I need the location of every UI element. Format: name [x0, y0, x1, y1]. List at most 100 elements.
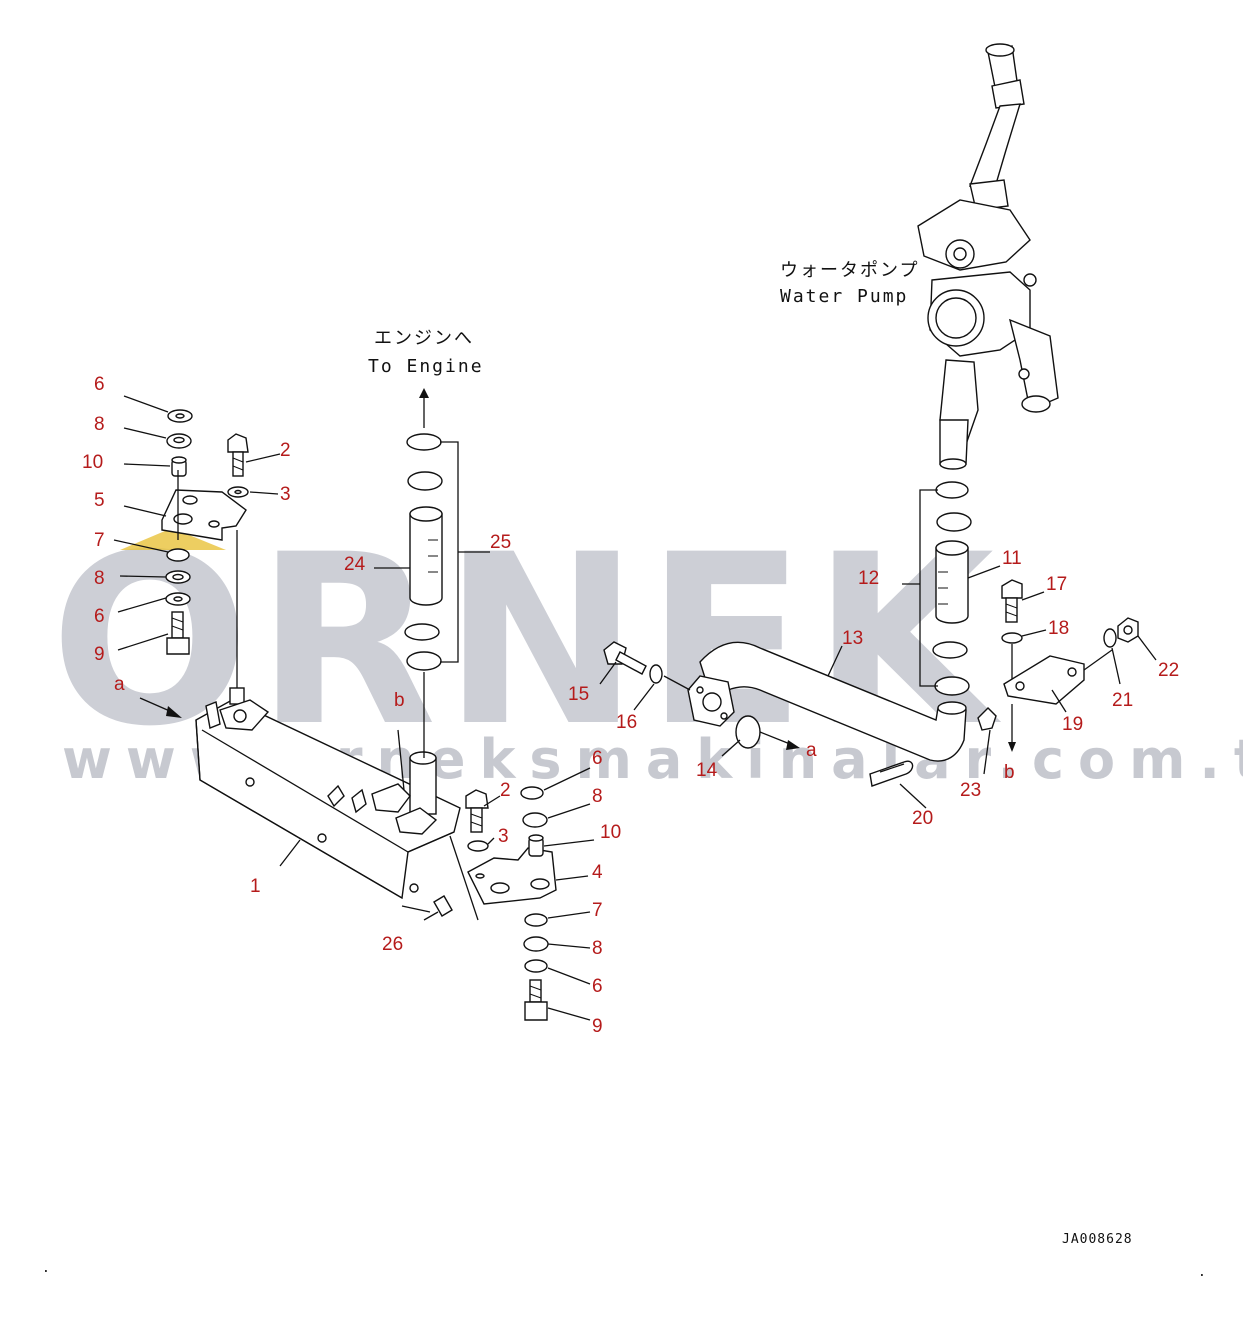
bracket-4 [467, 847, 557, 905]
clamp-12-3 [932, 641, 968, 659]
bolt-9-left [171, 611, 184, 639]
callout-label: 8 [94, 414, 105, 435]
hose-11-assembly [902, 481, 972, 696]
callout-label: 6 [94, 606, 105, 627]
to-engine-jp: エンジンへ [374, 328, 474, 349]
cushion-8-r2 [523, 936, 549, 952]
clamp-25-1 [406, 433, 442, 451]
drawing-code: JA008628 [1062, 1232, 1133, 1247]
arrow-a-left [166, 706, 182, 718]
u-bolt-20 [869, 760, 914, 787]
callout-label: 2 [280, 440, 291, 461]
left-fastener-stack [161, 409, 247, 655]
callout-label: 4 [592, 862, 603, 883]
bolt-2-left [227, 433, 249, 453]
callout-label: 16 [616, 712, 637, 733]
callout-label: 14 [696, 760, 718, 781]
cushion-8-r1 [522, 812, 548, 828]
clamp-25-3 [404, 623, 440, 641]
bolt-17 [1001, 579, 1023, 599]
accent-mark [120, 528, 226, 550]
callout-label: 10 [82, 452, 103, 473]
callout-label: 10 [600, 822, 621, 843]
washer-21 [1103, 628, 1117, 648]
washer-16 [649, 664, 663, 684]
clip-23 [977, 707, 997, 731]
callout-label: 7 [94, 530, 105, 551]
bolt-2-left-group [227, 433, 249, 498]
callout-label: 7 [592, 900, 603, 921]
callout-label: 1 [250, 876, 261, 897]
callout-label: 26 [382, 934, 403, 955]
callout-label: 9 [592, 1016, 603, 1037]
callout-label: 5 [94, 490, 105, 511]
cushion-7-left [166, 548, 190, 562]
clamp-25-4 [406, 651, 442, 671]
callout-label: 3 [498, 826, 509, 847]
clamp-12-1 [935, 481, 969, 499]
callout-label: 18 [1048, 618, 1069, 639]
callout-label: 25 [490, 532, 511, 553]
to-engine-arrow [419, 388, 429, 398]
callout-label: 6 [94, 374, 105, 395]
water-pump [917, 43, 1059, 470]
callout-label: 15 [568, 684, 589, 705]
callout-label: 8 [94, 568, 105, 589]
callout-label: 21 [1112, 690, 1133, 711]
callout-label: 8 [592, 786, 603, 807]
callout-label: 8 [592, 938, 603, 959]
tube-13 [687, 641, 967, 762]
washer-6-r1 [520, 786, 544, 800]
callout-label: b [394, 690, 405, 711]
gasket-14 [735, 715, 761, 749]
svg-text:.: . [1198, 1265, 1207, 1280]
callout-label: a [114, 674, 125, 695]
hose-24 [409, 513, 443, 606]
washer-6-r2 [524, 959, 548, 973]
callout-label: 20 [912, 808, 933, 829]
right-fastener-stack [449, 786, 557, 1021]
hose-24-assembly [404, 388, 490, 758]
to-engine-en: To Engine [368, 356, 484, 377]
arrow-b-right [1008, 742, 1016, 752]
callout-label: 3 [280, 484, 291, 505]
washer-3-right [467, 840, 489, 852]
clamp-25-2 [407, 471, 443, 491]
callout-label: 2 [500, 780, 511, 801]
reserve-tank-1 [195, 687, 461, 921]
callout-label: 6 [592, 748, 603, 769]
clamp-12-4 [934, 676, 970, 696]
bolt-2-right [465, 789, 489, 809]
callout-label: 23 [960, 780, 981, 801]
callout-label: 9 [94, 644, 105, 665]
water-pump-en: Water Pump [780, 286, 908, 307]
washer-18 [1001, 632, 1023, 644]
tank-outlet-pipe [409, 757, 437, 815]
callout-label: a [806, 740, 817, 761]
bracket-5 [161, 489, 247, 541]
callout-label: 11 [1002, 548, 1022, 569]
bolt-15-group [603, 641, 691, 691]
water-pump-jp: ウォータポンプ [780, 260, 919, 281]
bolt-17-group [1001, 579, 1023, 680]
bolt-9-right [529, 979, 542, 1003]
callout-label: 19 [1062, 714, 1083, 735]
svg-text:.: . [42, 1261, 51, 1276]
clamp-12-2 [936, 512, 972, 532]
callout-label: 22 [1158, 660, 1179, 681]
callout-label: 17 [1046, 574, 1067, 595]
callout-label: 12 [858, 568, 879, 589]
bracket-19 [1003, 655, 1085, 705]
callout-label: b [1004, 762, 1015, 783]
callout-label: 13 [842, 628, 863, 649]
drain-cock-26 [433, 895, 453, 917]
cushion-7-right [524, 913, 548, 927]
callout-label: 24 [344, 554, 366, 575]
callout-label: 6 [592, 976, 603, 997]
leader-lines [113, 395, 1157, 1021]
hose-11 [935, 547, 969, 624]
arrow-a-right [786, 740, 800, 750]
callout-numbers: 6 8 10 5 7 8 6 9 2 3 a 1 b 24 25 26 2 6 … [82, 374, 1179, 1037]
